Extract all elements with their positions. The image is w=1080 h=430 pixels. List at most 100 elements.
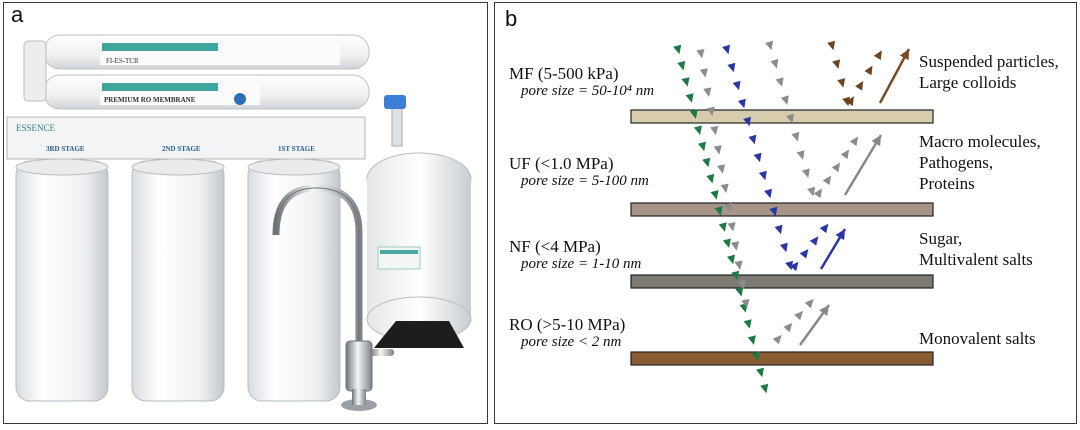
gray-particle xyxy=(731,241,740,251)
uf-retained-species: Macro molecules, Pathogens, Proteins xyxy=(919,131,1041,194)
membrane-label: PREMIUM RO MEMBRANE xyxy=(104,96,196,104)
storage-tank xyxy=(366,95,472,348)
mf-pore-size: pore size = 50-10⁴ nm xyxy=(521,83,655,99)
gray-particle xyxy=(807,186,816,197)
gray-particle xyxy=(741,299,750,309)
green-particle xyxy=(718,222,727,232)
mf-rejection-arrow xyxy=(878,48,911,104)
gray-particle xyxy=(783,322,793,333)
nf-pore-size: pore size = 1-10 nm xyxy=(521,256,642,272)
ro-process-label: RO (>5-10 MPa) xyxy=(509,315,626,334)
panel-a-letter: a xyxy=(11,2,24,27)
blue-particle xyxy=(769,206,778,217)
gray-particle xyxy=(720,183,729,193)
nf-membrane xyxy=(630,274,934,289)
green-particle xyxy=(760,383,769,394)
gray-particle xyxy=(703,87,712,97)
blue-particle xyxy=(799,249,809,259)
blue-particle xyxy=(809,236,819,246)
mf-retained-species: Suspended particles, Large colloids xyxy=(919,51,1059,93)
ro-retained-line-1: Monovalent salts xyxy=(919,329,1036,348)
blue-particle xyxy=(737,98,746,109)
gray-particle xyxy=(770,58,779,69)
ro-system-illustration: FI-ES-TCR PREMIUM RO MEMBRANE ESSENCE 3R… xyxy=(6,34,472,411)
green-particle xyxy=(685,93,694,103)
gray-particle xyxy=(724,202,733,213)
uf-retained-line-1: Macro molecules, xyxy=(919,132,1041,151)
gray-particle xyxy=(849,136,859,147)
gray-particle xyxy=(706,106,715,117)
gray-particle xyxy=(737,279,746,290)
green-particle xyxy=(710,190,719,200)
uf-retained-line-2: Pathogens, xyxy=(919,153,994,172)
gray-particle xyxy=(717,164,726,174)
green-particle xyxy=(722,238,731,248)
blue-particle xyxy=(758,170,767,181)
gray-particle xyxy=(813,188,823,199)
stage-label-1: 1ST STAGE xyxy=(278,145,315,153)
brown-particle xyxy=(832,59,841,69)
brown-particle xyxy=(837,78,846,88)
brown-particle xyxy=(855,81,864,91)
blue-particle xyxy=(743,116,751,127)
gray-particle xyxy=(734,260,743,270)
nf-retained-line-1: Sugar, xyxy=(919,229,963,248)
blue-particle xyxy=(819,223,829,234)
green-particle xyxy=(727,254,735,265)
mf-membrane xyxy=(630,109,934,124)
blue-particle xyxy=(722,44,730,55)
ro-rejection-arrow-head xyxy=(819,305,829,317)
green-particle xyxy=(756,367,764,378)
uf-retained-line-3: Proteins xyxy=(919,174,975,193)
green-particle xyxy=(677,60,686,71)
membranes xyxy=(630,109,934,366)
gray-particle xyxy=(786,113,795,124)
gray-particle xyxy=(775,77,784,87)
mf-retained-line-2: Large colloids xyxy=(919,73,1017,92)
green-particle xyxy=(698,141,706,152)
green-particle xyxy=(751,351,760,361)
mf-rejection-arrow-head xyxy=(899,49,909,61)
panel-a: FI-ES-TCR PREMIUM RO MEMBRANE ESSENCE 3R… xyxy=(3,2,488,424)
blue-particle xyxy=(753,152,762,163)
uf-membrane xyxy=(630,202,934,217)
top-filter-label: FI-ES-TCR xyxy=(106,57,139,65)
brown-particle xyxy=(827,40,836,51)
gray-particle xyxy=(696,49,705,59)
gray-particle xyxy=(796,150,805,160)
nf-retained-line-2: Multivalent salts xyxy=(919,250,1033,269)
green-particle xyxy=(689,109,698,119)
uf-rejection-arrow xyxy=(843,134,883,196)
green-particle xyxy=(702,157,711,168)
green-particle xyxy=(743,319,752,329)
gray-particle xyxy=(727,222,736,232)
blue-particle xyxy=(748,134,757,145)
blue-particle xyxy=(774,224,783,235)
gray-particle xyxy=(772,334,782,345)
membrane-separation-diagram xyxy=(630,40,934,394)
gray-particle xyxy=(765,40,774,51)
mounting-bracket: ESSENCE 3RD STAGE 2ND STAGE 1ST STAGE xyxy=(6,116,366,160)
chrome-faucet xyxy=(272,184,394,411)
green-particle xyxy=(731,270,740,281)
filter-housing-1 xyxy=(247,158,341,402)
green-particle xyxy=(706,173,715,184)
gray-particle xyxy=(801,168,810,178)
stage-label-3: 3RD STAGE xyxy=(46,145,85,153)
panel-b: b MF (5-500 kPa) pore size = 50-10⁴ nm U… xyxy=(494,2,1077,424)
panel-b-letter: b xyxy=(505,6,518,31)
bracket-brand-label: ESSENCE xyxy=(16,123,56,133)
blue-particle xyxy=(764,188,772,199)
gray-particle xyxy=(804,298,814,309)
brown-particle xyxy=(873,50,882,60)
blue-particle xyxy=(779,242,788,253)
green-particle xyxy=(714,206,723,216)
gray-particle xyxy=(840,149,850,160)
uf-pore-size: pore size = 5-100 nm xyxy=(521,173,649,189)
mf-retained-line-1: Suspended particles, xyxy=(919,52,1059,71)
green-particle xyxy=(693,125,702,135)
gray-particle xyxy=(831,162,841,173)
particle-paths xyxy=(673,40,882,394)
filter-housing-2 xyxy=(131,158,225,402)
gray-particle xyxy=(713,145,722,155)
